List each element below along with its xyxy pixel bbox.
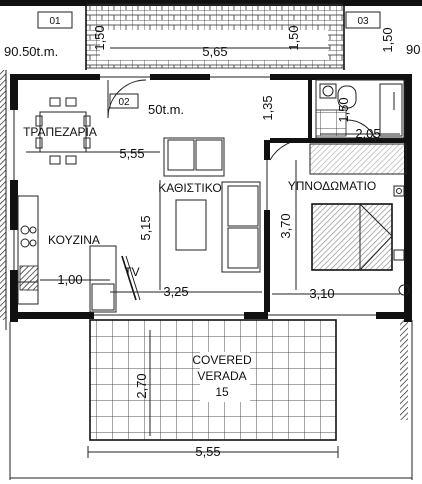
dim-bedroom-v: 3,70 <box>278 213 293 238</box>
dim-dining-width: 5,55 <box>119 146 144 161</box>
dim-bath-w: 2,05 <box>355 126 380 141</box>
dim-bedroom-w: 3,10 <box>309 286 334 301</box>
veranda-area: 15 <box>215 385 229 399</box>
unit-area-label: 50t.m. <box>148 102 184 117</box>
unit-tag-03: 03 <box>357 16 369 27</box>
veranda-label-2: VERADA <box>197 369 246 383</box>
unit-tag-01: 01 <box>49 16 61 27</box>
bathroom: 1,35 1,50 2,05 <box>260 79 410 143</box>
dim-bath-v: 1,35 <box>260 95 275 120</box>
kitchen-label: ΚΟΥΖΙΝΑ <box>48 233 100 247</box>
outer-border <box>9 320 413 480</box>
bedroom: ΥΠΝΟΔΩΜΑΤΙΟ 3,70 3,10 <box>272 143 410 301</box>
dim-bottom-width: 5,55 <box>195 444 220 459</box>
covered-veranda: COVERED VERADA 15 2,70 5,55 <box>87 319 339 459</box>
left-edge <box>0 70 7 330</box>
dim-top-width: 5,65 <box>202 44 227 59</box>
dim-kitchen-w: 1,00 <box>57 272 82 287</box>
dim-bath-v-2: 1,50 <box>336 97 351 122</box>
dim-living-v: 5,15 <box>138 215 153 240</box>
veranda-label-1: COVERED <box>192 353 252 367</box>
dim-top-right-v: 1,50 <box>286 25 301 50</box>
exterior-walls <box>10 74 412 322</box>
dim-living-w: 3,25 <box>163 284 188 299</box>
tv-label: TV <box>124 265 139 279</box>
unit-tag-02: 02 <box>118 97 130 108</box>
living-label: ΚΑΘΙΣΤΙΚΟ <box>158 181 221 195</box>
dim-top-left-v: 1,50 <box>92 25 107 50</box>
right-area-label: 90 <box>406 42 420 57</box>
living-area: ΚΑΘΙΣΤΙΚΟ 5,15 <box>138 137 311 312</box>
dining-label: ΤΡΑΠΕΖΑΡΙΑ <box>23 125 97 139</box>
dim-far-right-v: 1,50 <box>380 27 395 52</box>
top-strip: 01 03 1,50 5,65 1,50 1,50 90.50t.m. 90 <box>0 0 422 70</box>
left-area-label: 90.50t.m. <box>4 44 58 59</box>
dim-veranda-v: 2,70 <box>134 373 149 398</box>
bedroom-label: ΥΠΝΟΔΩΜΑΤΙΟ <box>288 179 377 193</box>
entrance-door[interactable]: 02 50t.m. <box>107 79 184 119</box>
dining-area: ΤΡΑΠΕΖΑΡΙΑ 5,55 <box>23 97 160 165</box>
kitchen-area: ΚΟΥΖΙΝΑ 1,00 TV 3,25 <box>17 195 262 313</box>
